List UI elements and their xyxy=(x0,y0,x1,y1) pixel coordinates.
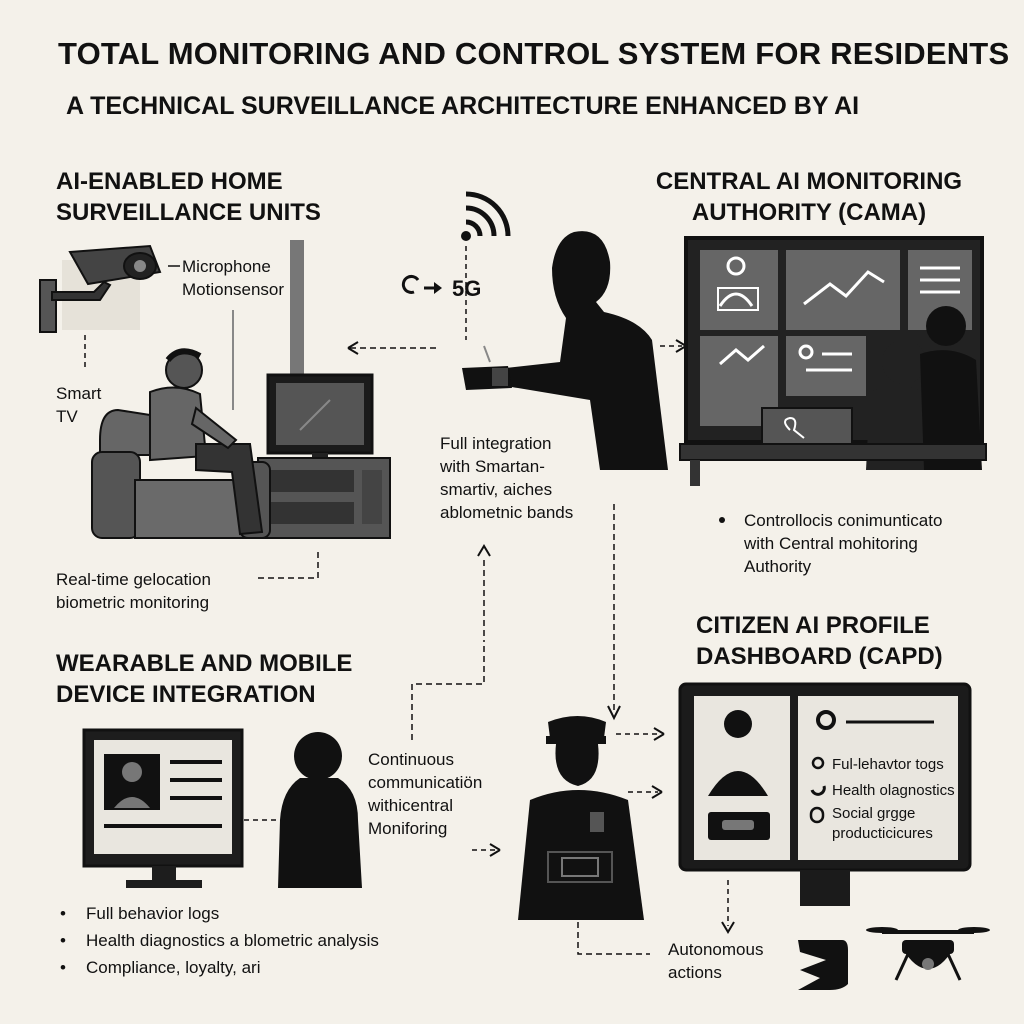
officer-to-actions-connector xyxy=(577,922,650,955)
home-heading-line1: AI-ENABLED HOME xyxy=(56,168,283,195)
police-officer-icon xyxy=(518,716,644,920)
motion-sensor-label: Motionsensor xyxy=(182,280,285,299)
smart-tv-icon xyxy=(266,373,374,461)
network-5g-label: 5G xyxy=(452,276,481,301)
cama-heading-line1: CENTRAL AI MONITORING xyxy=(655,168,963,195)
drone-icon xyxy=(866,927,990,981)
page-title: TOTAL MONITORING AND CONTROL SYSTEM FOR … xyxy=(58,36,1010,71)
smart-tv-label: Smart TV xyxy=(56,382,101,428)
geolocation-label-line2: biometric monitoring xyxy=(56,593,210,612)
integration-label: Full integration with Smartan- smartiv, … xyxy=(440,432,573,524)
smart-tv-label-line1: Smart xyxy=(56,384,102,403)
robot-dog-icon xyxy=(798,940,848,990)
wearable-heading: WEARABLE AND MOBILE DEVICE INTEGRATION xyxy=(56,648,352,710)
geolocation-label-line1: Real-time gelocation xyxy=(56,570,211,589)
wearable-bullet-list: Full behavior logs Health diagnostics a … xyxy=(56,900,379,981)
cama-note-line3: Authority xyxy=(744,557,812,576)
cama-heading: CENTRAL AI MONITORING AUTHORITY (CAMA) xyxy=(654,166,964,228)
capd-heading-line1: CITIZEN AI PROFILE xyxy=(696,612,930,639)
cama-operators xyxy=(679,306,987,486)
cama-to-officer-arrowhead xyxy=(607,705,621,721)
capd-monitor xyxy=(678,682,972,906)
cama-heading-line2: AUTHORITY (CAMA) xyxy=(691,199,927,226)
tv-stand-pole xyxy=(290,240,304,380)
capd-item-icons xyxy=(809,756,826,824)
camera-labels: Microphone Motionsensor xyxy=(182,255,284,301)
capd-items: Ful-lehavtor togs Health olagnostics Soc… xyxy=(832,752,955,844)
seated-person-icon xyxy=(149,348,264,536)
officer-to-capd-arrows xyxy=(616,727,665,799)
communication-label-line2: communicatiön xyxy=(368,773,483,792)
camera-icon xyxy=(39,244,162,333)
cama-note: Controllocis conimunticato with Central … xyxy=(744,509,942,578)
cama-monitor-wall xyxy=(684,236,984,444)
signal-arrow-icon xyxy=(401,275,442,294)
integration-label-line2: with Smartan- xyxy=(440,457,545,476)
standing-person-silhouette xyxy=(462,231,668,470)
geolocation-connector xyxy=(258,548,319,579)
arrow-to-officer xyxy=(472,843,501,857)
wearable-bullet-item: Full behavior logs xyxy=(56,900,379,927)
capd-heading: CITIZEN AI PROFILE DASHBOARD (CAPD) xyxy=(696,610,943,672)
arrow-to-integration xyxy=(411,544,491,740)
wearable-heading-line2: DEVICE INTEGRATION xyxy=(56,681,316,708)
integration-label-line1: Full integration xyxy=(440,434,552,453)
autonomous-actions-line1: Autonomous xyxy=(668,940,764,959)
tv-cabinet xyxy=(257,457,391,539)
wifi-icon xyxy=(461,191,511,241)
cama-note-line2: with Central mohitoring xyxy=(744,534,918,553)
capd-heading-line2: DASHBOARD (CAPD) xyxy=(696,643,943,670)
autonomous-actions-label: Autonomous actions xyxy=(668,938,763,984)
communication-label-line3: withicentral xyxy=(368,796,454,815)
capd-item-social-score-line2: producticicures xyxy=(832,825,933,842)
cama-note-line1: Controllocis conimunticato xyxy=(744,511,943,530)
communication-label-line4: Moniforing xyxy=(368,819,448,838)
integration-label-line3: smartiv, aiches xyxy=(440,480,553,499)
arrow-to-home xyxy=(347,341,438,355)
microphone-label: Microphone xyxy=(182,257,271,276)
capd-item-behavior-logs: Ful-lehavtor togs xyxy=(832,756,944,773)
capd-item-social-score: Social grgge xyxy=(832,805,916,822)
home-heading-line2: SURVEILLANCE UNITS xyxy=(56,199,321,226)
smart-tv-label-line2: TV xyxy=(56,407,78,426)
wearable-heading-line1: WEARABLE AND MOBILE xyxy=(56,650,353,677)
capd-item-health-diagnostics: Health olagnostics xyxy=(832,782,955,799)
arrow-to-actions xyxy=(721,880,735,934)
wearable-bullet-item: Health diagnostics a blometric analysis xyxy=(56,927,379,954)
communication-label-line1: Continuous xyxy=(368,750,455,769)
wearable-bullet-item: Compliance, loyalty, ari xyxy=(56,954,379,981)
cama-bullet xyxy=(719,517,725,523)
arrow-to-cama xyxy=(660,339,687,353)
geolocation-label: Real-time gelocation biometric monitorin… xyxy=(56,568,211,614)
autonomous-actions-line2: actions xyxy=(668,963,722,982)
person-silhouette-icon xyxy=(278,732,362,888)
home-surveillance-heading: AI-ENABLED HOME SURVEILLANCE UNITS xyxy=(56,166,321,228)
integration-label-line4: ablometnic bands xyxy=(440,503,574,522)
wearable-tablet-icon xyxy=(82,728,244,888)
page-subtitle: A TECHNICAL SURVEILLANCE ARCHITECTURE EN… xyxy=(66,92,860,120)
communication-label: Continuous communicatiön withicentral Mo… xyxy=(368,748,482,840)
